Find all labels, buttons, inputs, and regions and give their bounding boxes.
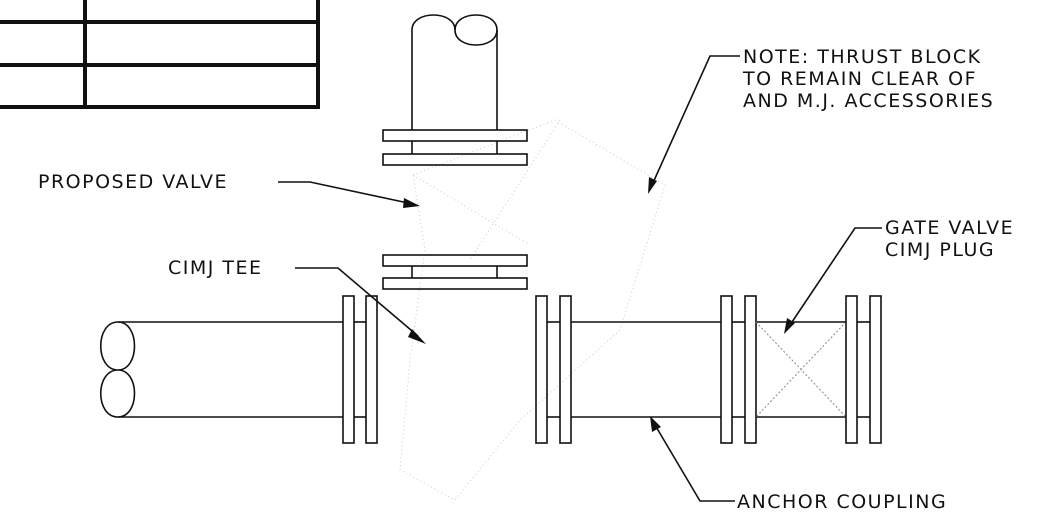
flange-gate-valve-left bbox=[720, 295, 757, 444]
flange-left bbox=[342, 295, 378, 444]
vertical-flange-lower bbox=[382, 254, 528, 290]
vertical-flange-upper bbox=[382, 129, 528, 166]
leader-proposed-valve bbox=[278, 181, 420, 208]
label-note-line3: AND M.J. ACCESSORIES bbox=[743, 90, 994, 112]
label-gate-valve: GATE VALVE bbox=[885, 217, 1014, 239]
label-anchor-coupling: ANCHOR COUPLING bbox=[737, 491, 947, 513]
leader-cimj-tee bbox=[295, 267, 426, 344]
label-cimj-tee: CIMJ TEE bbox=[168, 257, 263, 279]
gate-valve-body bbox=[755, 321, 847, 418]
flange-plug-right bbox=[845, 295, 882, 444]
flange-tee-right bbox=[535, 295, 572, 444]
main-pipe-left bbox=[99, 321, 343, 418]
label-cimj-plug: CIMJ PLUG bbox=[885, 239, 995, 261]
label-proposed-valve: PROPOSED VALVE bbox=[38, 171, 228, 193]
vertical-branch-pipe bbox=[411, 14, 498, 130]
leader-anchor-coupling bbox=[650, 416, 735, 502]
label-note-line1: NOTE: THRUST BLOCK bbox=[743, 46, 982, 68]
leader-note bbox=[648, 55, 740, 194]
anchor-coupling-pipe bbox=[571, 321, 721, 418]
leader-gate-valve bbox=[784, 227, 882, 334]
title-block-table bbox=[0, 0, 320, 109]
thrust-block-outline bbox=[399, 119, 666, 501]
label-note-line2: TO REMAIN CLEAR OF bbox=[742, 68, 977, 90]
